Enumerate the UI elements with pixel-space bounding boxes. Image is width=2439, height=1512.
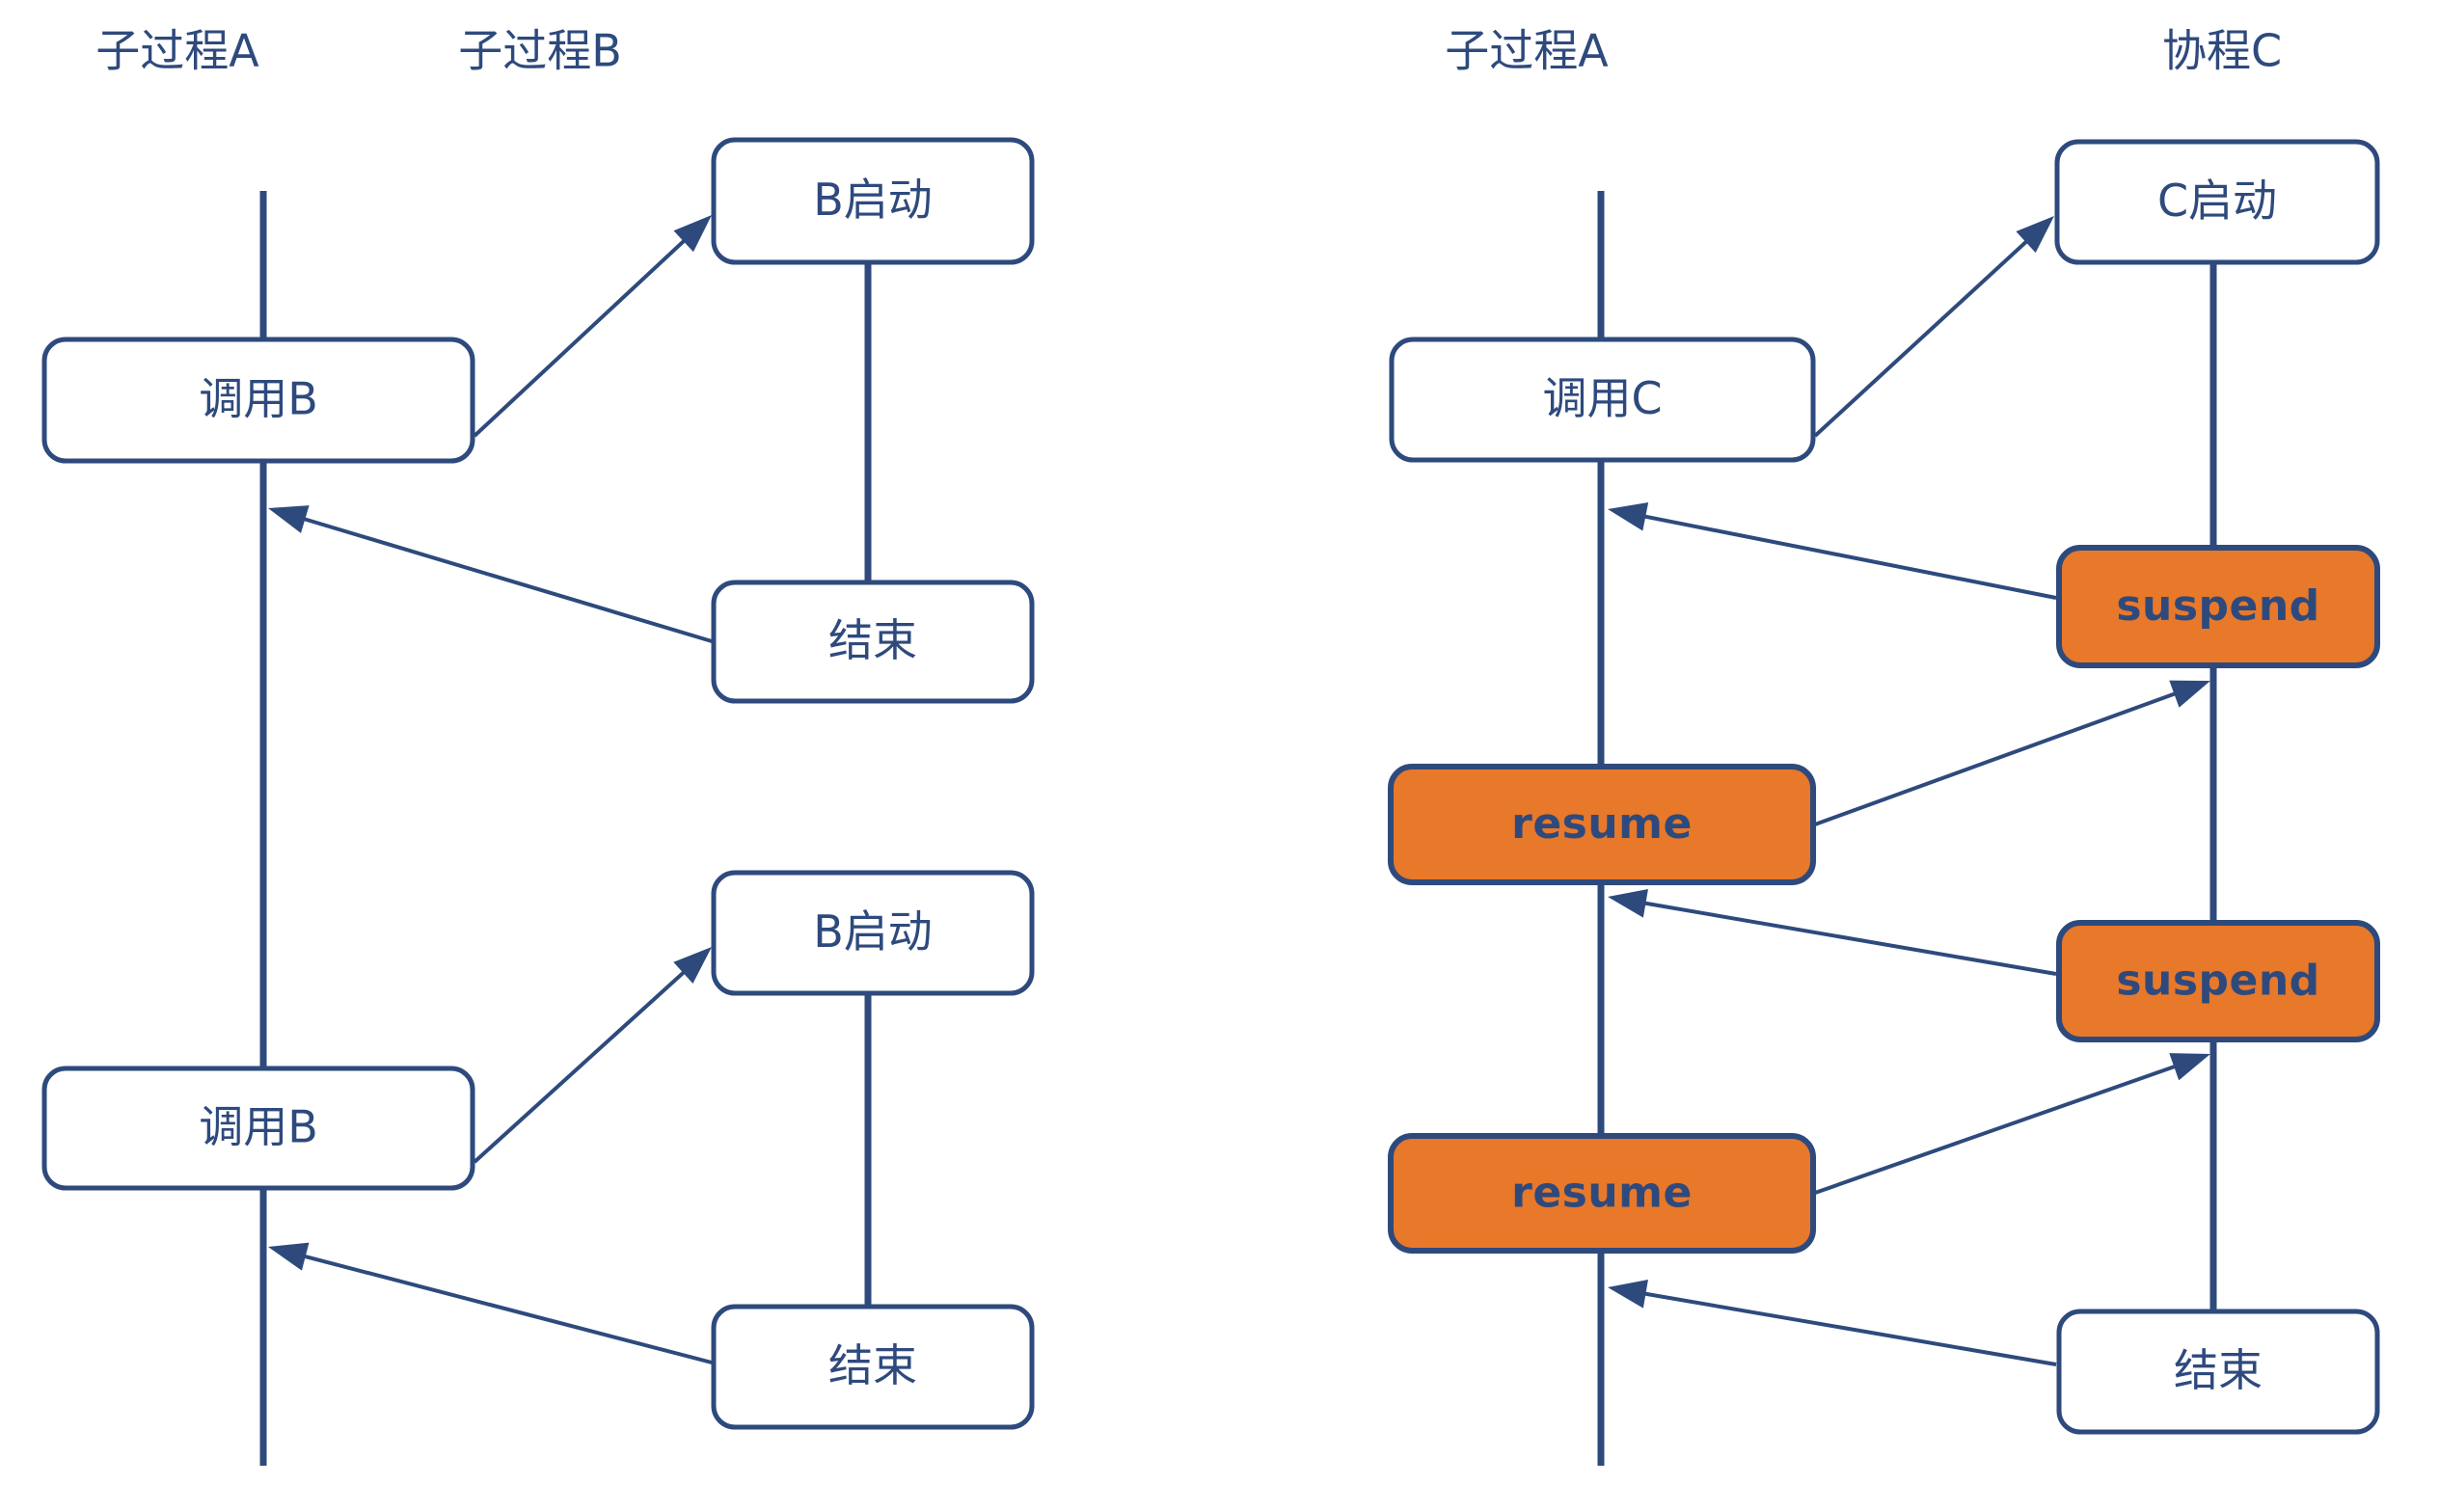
left-box-b-start-2-label: B启动 (813, 905, 933, 958)
left-box-end-1-shape (711, 580, 1035, 704)
left-box-b-start-1-label: B启动 (813, 174, 933, 226)
left-box-end-2-shape (711, 1304, 1035, 1430)
right-arrow-resume-2-head (2169, 1053, 2210, 1081)
left-arrow-call-1-line (473, 235, 690, 438)
right-box-resume-2-shape (1388, 1133, 1816, 1254)
left-box-end-1-label: 结束 (828, 614, 917, 666)
left-arrow-return-2-line (299, 1253, 713, 1364)
left-header-b: 子过程B (458, 25, 622, 77)
left-box-call-b-2-shape (41, 1066, 475, 1191)
left-box-b-start-1-shape (711, 137, 1035, 265)
right-arrow-call-c-head (2016, 216, 2054, 254)
left-box-end-1[interactable]: 结束 (711, 580, 1035, 704)
boxes-layer: 调用BB启动结束调用BB启动结束调用CC启动suspendresumesuspe… (41, 137, 2380, 1435)
right-header-c: 协程C (2162, 25, 2282, 77)
left-arrow-call-2-head (673, 947, 712, 984)
right-arrow-resume-1-head (2169, 680, 2210, 708)
right-box-suspend-1-label: suspend (2116, 581, 2319, 631)
right-box-suspend-2-shape (2056, 920, 2380, 1042)
right-arrow-call-c-line (1813, 236, 2032, 438)
left-box-call-b-1-label: 调用B (199, 373, 318, 425)
left-box-call-b-2-label: 调用B (199, 1101, 318, 1153)
right-arrow-resume-1-line (1814, 689, 2181, 826)
left-box-b-start-1[interactable]: B启动 (711, 137, 1035, 265)
right-arrow-suspend-2-line (1640, 900, 2057, 976)
right-box-suspend-1[interactable]: suspend (2056, 545, 2380, 668)
right-box-call-c-label: 调用C (1542, 372, 1662, 424)
left-box-end-2[interactable]: 结束 (711, 1304, 1035, 1430)
left-box-b-start-2[interactable]: B启动 (711, 870, 1035, 996)
right-arrow-resume-2-line (1814, 1063, 2181, 1195)
right-box-resume-1-label: resume (1511, 799, 1693, 849)
right-box-resume-2-label: resume (1511, 1169, 1693, 1218)
left-box-call-b-2[interactable]: 调用B (41, 1066, 475, 1191)
left-arrow-return-2-head (268, 1242, 310, 1271)
arrows-layer (268, 215, 2210, 1366)
right-box-resume-1[interactable]: resume (1388, 764, 1816, 885)
right-box-end[interactable]: 结束 (2056, 1309, 2380, 1435)
headers-layer: 子过程A 子过程B 子过程A 协程C (95, 25, 2282, 77)
left-arrow-call-2-line (473, 967, 690, 1164)
left-arrow-return-1-line (298, 515, 713, 643)
lifelines-layer (259, 191, 2217, 1466)
left-box-b-start-2-shape (711, 870, 1035, 996)
left-box-call-b-1-shape (41, 337, 475, 464)
right-box-suspend-2[interactable]: suspend (2056, 920, 2380, 1042)
right-box-resume-2[interactable]: resume (1388, 1133, 1816, 1254)
left-box-end-2-label: 结束 (828, 1339, 917, 1391)
right-box-end-shape (2056, 1309, 2380, 1435)
right-header-a: 子过程A (1445, 25, 1609, 77)
right-arrow-suspend-1-line (1639, 513, 2057, 600)
right-box-suspend-1-shape (2056, 545, 2380, 668)
right-box-c-start-shape (2054, 139, 2380, 265)
right-box-suspend-2-label: suspend (2116, 957, 2319, 1006)
right-arrow-end-head (1608, 1279, 1648, 1309)
right-box-resume-1-shape (1388, 764, 1816, 885)
left-header-a: 子过程A (95, 25, 259, 77)
right-arrow-suspend-2-head (1608, 888, 1648, 918)
right-arrow-suspend-1-head (1608, 502, 1649, 531)
right-arrow-end-line (1640, 1290, 2057, 1366)
right-box-c-start[interactable]: C启动 (2054, 139, 2380, 265)
left-arrow-return-1-head (268, 505, 310, 533)
left-arrow-call-1-head (673, 215, 712, 253)
right-box-end-label: 结束 (2174, 1344, 2263, 1396)
right-box-call-c[interactable]: 调用C (1389, 337, 1816, 463)
left-box-call-b-1[interactable]: 调用B (41, 337, 475, 464)
right-box-c-start-label: C启动 (2157, 175, 2277, 227)
right-box-call-c-shape (1389, 337, 1816, 463)
